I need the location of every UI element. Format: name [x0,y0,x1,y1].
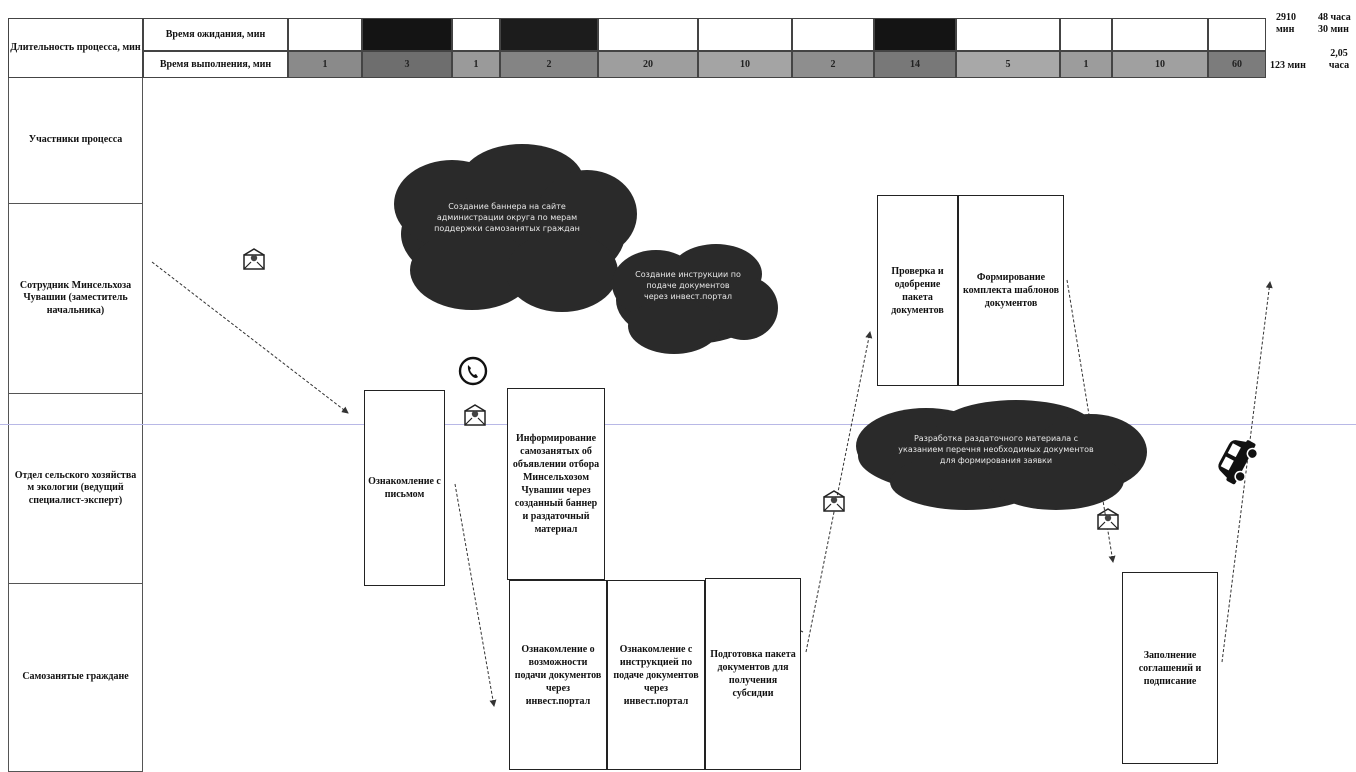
box-learn-instruction: Ознакомление с инструкцией по подаче док… [607,580,705,770]
exec-cell: 1 [452,51,500,78]
wait-cell [362,18,452,51]
lane-agriculture-department: Отдел сельского хозяйства м экологии (ве… [8,394,143,584]
cloud-instruction [612,244,778,354]
box-check-approve: Проверка и одобрение пакета документов [877,195,958,386]
email-icon [243,248,265,270]
total-exec-min: 123 мин [1270,60,1306,71]
exec-cell: 10 [698,51,792,78]
lane-participants: Участники процесса [8,78,143,204]
exec-cell: 3 [362,51,452,78]
exec-cell: 1 [1060,51,1112,78]
exec-cell: 10 [1112,51,1208,78]
exec-cell: 1 [288,51,362,78]
exec-cell: 20 [598,51,698,78]
wait-cell [1112,18,1208,51]
box-form-templates: Формирование комплекта шаблонов документ… [958,195,1064,386]
cloud-banner [394,144,637,312]
email-icon [1097,508,1119,530]
cloud-banner-text: Создание баннера на сайте администрации … [434,202,580,233]
cloud-instruction-text: Создание инструкции по подаче документов… [635,270,741,301]
guide-line [0,424,1356,425]
wait-cell [452,18,500,51]
phone-icon [458,356,488,386]
wait-cell [1208,18,1266,51]
box-learn-possibility: Ознакомление о возможности подачи докуме… [509,580,607,770]
box-letter: Ознакомление с письмом [364,390,445,586]
box-informing: Информирование самозанятых об объявлении… [507,388,605,580]
wait-cell [1060,18,1112,51]
wait-time-label: Время ожидания, мин [143,18,288,51]
exec-cell: 5 [956,51,1060,78]
email-icon [823,490,845,512]
cloud-handout-text: Разработка раздаточного материала с указ… [898,434,1094,465]
email-icon [464,404,486,426]
wait-cell [956,18,1060,51]
total-exec-hours: 2,05 часа [1328,48,1350,71]
duration-label: Длительность процесса, мин [8,18,143,78]
cloud-handout [856,400,1147,510]
exec-time-label: Время выполнения, мин [143,51,288,78]
exec-cell: 14 [874,51,956,78]
wait-cell [792,18,874,51]
total-wait-hours: 48 часа 30 мин [1318,12,1351,35]
wait-cell [500,18,598,51]
wait-cell [288,18,362,51]
car-icon [1218,440,1258,485]
lane-ministry-employee: Сотрудник Минсельхоза Чувашии (заместите… [8,204,143,394]
total-wait-min: 2910 мин [1276,12,1296,35]
wait-cell [698,18,792,51]
wait-cell [874,18,956,51]
exec-cell: 60 [1208,51,1266,78]
exec-cell: 2 [500,51,598,78]
box-prepare-package: Подготовка пакета документов для получен… [705,578,801,770]
wait-cell [598,18,698,51]
exec-cell: 2 [792,51,874,78]
box-fill-sign: Заполнение соглашений и подписание [1122,572,1218,764]
